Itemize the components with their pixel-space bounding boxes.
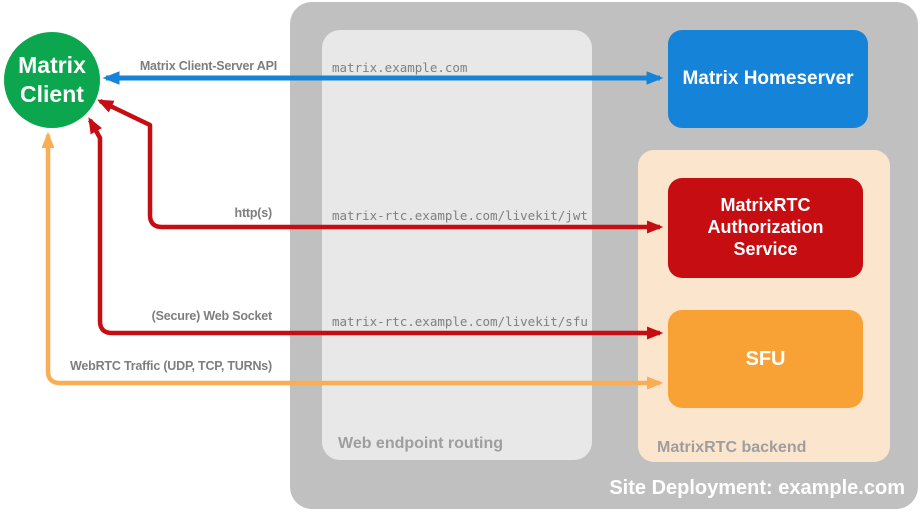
matrixrtc-authorization-service-node: MatrixRTC Authorization Service [668, 178, 863, 278]
matrix-client-label: Matrix Client [18, 52, 86, 107]
web-endpoint-routing-container [322, 30, 592, 460]
web-endpoint-routing-label: Web endpoint routing [338, 435, 504, 452]
matrixrtc-backend-label: MatrixRTC backend [657, 439, 807, 456]
sfu-node: SFU [668, 310, 863, 408]
matrix-homeserver-node: Matrix Homeserver [668, 30, 868, 128]
endpoint-livekit-jwt: matrix-rtc.example.com/livekit/jwt [332, 208, 588, 223]
webrtc-traffic-label: WebRTC Traffic (UDP, TCP, TURNs) [70, 359, 272, 373]
sfu-label: SFU [745, 347, 786, 370]
client-server-api-label: Matrix Client-Server API [139, 59, 277, 73]
matrixrtc-authorization-service-label: MatrixRTC Authorization Service [707, 195, 824, 259]
endpoint-livekit-sfu: matrix-rtc.example.com/livekit/sfu [332, 314, 588, 329]
matrix-homeserver-label: Matrix Homeserver [682, 68, 854, 89]
site-deployment-label: Site Deployment: example.com [609, 477, 905, 499]
matrix-client-node: Matrix Client [4, 32, 100, 128]
http-label: http(s) [234, 206, 273, 220]
websocket-label: (Secure) Web Socket [151, 309, 273, 323]
endpoint-matrix-example-com: matrix.example.com [332, 60, 468, 75]
